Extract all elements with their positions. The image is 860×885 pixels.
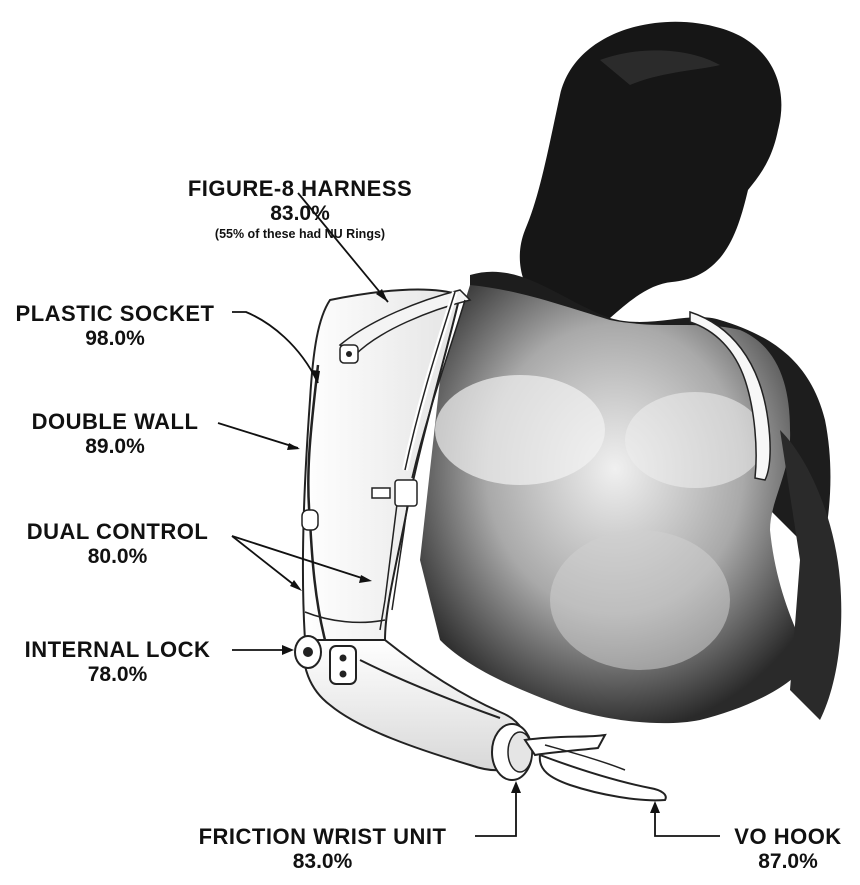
label-percent: 78.0% — [5, 663, 230, 687]
label-percent: 87.0% — [718, 850, 858, 874]
label-percent: 80.0% — [5, 545, 230, 569]
label-percent: 98.0% — [0, 327, 230, 351]
hook-leader — [655, 806, 720, 836]
label-percent: 89.0% — [15, 435, 215, 459]
vo-hook — [525, 735, 666, 800]
wrist-leader — [475, 786, 516, 836]
label-name: DOUBLE WALL — [15, 410, 215, 435]
wall-leader — [218, 423, 298, 448]
label-name: INTERNAL LOCK — [5, 638, 230, 663]
label-dual-control: DUAL CONTROL 80.0% — [5, 520, 230, 568]
socket-leader — [232, 312, 318, 383]
wrist-unit — [492, 724, 532, 780]
label-name: FIGURE-8 HARNESS — [140, 177, 460, 202]
label-figure8-harness: FIGURE-8 HARNESS 83.0% (55% of these had… — [140, 177, 460, 241]
label-vo-hook: VO HOOK 87.0% — [718, 825, 858, 873]
head-silhouette — [520, 22, 782, 323]
control-leader-a — [232, 536, 298, 588]
label-name: PLASTIC SOCKET — [0, 302, 230, 327]
label-percent: 83.0% — [140, 202, 460, 226]
label-plastic-socket: PLASTIC SOCKET 98.0% — [0, 302, 230, 350]
label-note: (55% of these had NU Rings) — [140, 227, 460, 241]
label-name: DUAL CONTROL — [5, 520, 230, 545]
label-friction-wrist: FRICTION WRIST UNIT 83.0% — [170, 825, 475, 873]
label-percent: 83.0% — [170, 850, 475, 874]
label-name: FRICTION WRIST UNIT — [170, 825, 475, 850]
label-name: VO HOOK — [718, 825, 858, 850]
label-double-wall: DOUBLE WALL 89.0% — [15, 410, 215, 458]
label-internal-lock: INTERNAL LOCK 78.0% — [5, 638, 230, 686]
